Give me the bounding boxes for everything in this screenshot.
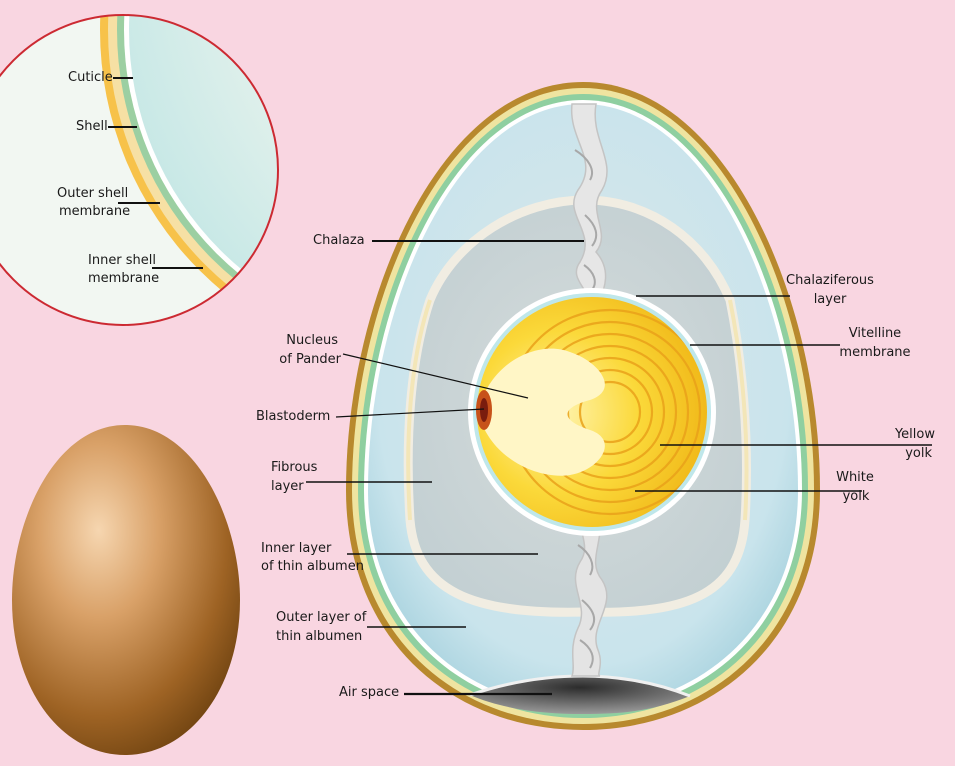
label-shell: Shell xyxy=(76,119,108,134)
whole-egg-illustration xyxy=(12,425,240,755)
label-cuticle: Cuticle xyxy=(68,70,113,85)
label-chalaza: Chalaza xyxy=(313,233,365,248)
label-fibrous-layer-line2: layer xyxy=(271,479,304,494)
label-chalaziferous-layer-line2: layer xyxy=(813,292,847,307)
label-inner-shell-membrane-line1: Inner shell xyxy=(88,253,157,268)
label-outer-layer-thin-albumen-line1: Outer layer of xyxy=(276,610,367,625)
air-space xyxy=(470,676,690,714)
egg-cross-section xyxy=(306,82,932,730)
leader-blastoderm xyxy=(335,408,485,418)
chalaza-lower xyxy=(570,515,608,677)
label-inner-layer-thin-albumen-line1: Inner layer xyxy=(261,541,332,556)
shell-layers-inset xyxy=(0,14,279,326)
label-white-yolk-line2: yolk xyxy=(842,489,870,504)
white-yolk-latebra xyxy=(478,348,605,476)
label-inner-shell-membrane-line2: membrane xyxy=(88,271,160,286)
inset-border xyxy=(0,14,279,326)
label-yellow-yolk-line2: yolk xyxy=(905,446,932,461)
label-chalaziferous-layer-line1: Chalaziferous xyxy=(786,273,874,288)
label-fibrous-layer-line1: Fibrous xyxy=(271,460,318,475)
label-inner-layer-thin-albumen-line2: of thin albumen xyxy=(261,559,364,574)
label-nucleus-of-pander-line2: of Pander xyxy=(279,352,341,367)
label-outer-shell-membrane-line2: membrane xyxy=(59,204,131,219)
label-vitelline-membrane-line1: Vitelline xyxy=(848,326,902,341)
brown-egg-shape xyxy=(12,425,240,755)
label-nucleus-of-pander-line1: Nucleus xyxy=(286,333,338,348)
fibrous-layer-highlight xyxy=(406,299,432,521)
leader-nucleus-of-pander xyxy=(342,353,529,399)
label-blastoderm: Blastoderm xyxy=(256,409,331,424)
chalaza-upper xyxy=(570,103,608,299)
label-outer-layer-thin-albumen-line2: thin albumen xyxy=(276,629,363,644)
label-vitelline-membrane-line2: membrane xyxy=(839,345,911,360)
label-outer-shell-membrane-line1: Outer shell xyxy=(57,186,129,201)
label-yellow-yolk-line1: Yellow xyxy=(894,427,935,442)
label-air-space: Air space xyxy=(339,685,400,700)
label-white-yolk-line1: White xyxy=(836,470,874,485)
